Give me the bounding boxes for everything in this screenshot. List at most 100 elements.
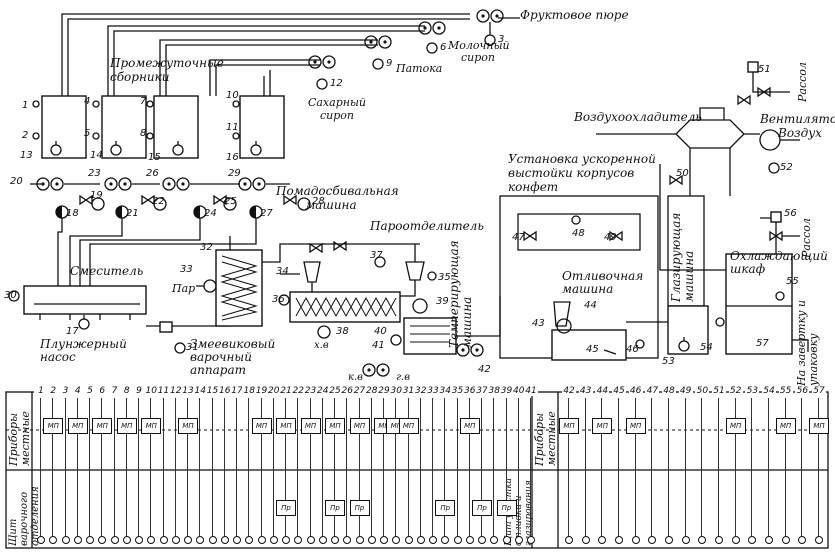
label-accelerated-setting: Установка ускоренной выстойки корпусов к… <box>508 152 656 194</box>
table-terminal <box>781 536 790 544</box>
table-terminal <box>815 536 823 544</box>
table-terminal <box>490 536 499 544</box>
table-column-number-15: 15 <box>205 386 220 396</box>
node-number-12: 12 <box>330 78 343 89</box>
node-number-17: 17 <box>66 326 79 337</box>
table-column-line <box>584 398 586 540</box>
table-terminal <box>343 536 352 544</box>
node-number-34: 34 <box>276 266 289 277</box>
table-terminal <box>380 536 388 544</box>
node-number-10: 10 <box>226 90 239 101</box>
label-fan: Вентилятор <box>760 112 835 126</box>
steam-separator <box>374 244 437 297</box>
table-terminal <box>233 536 241 544</box>
table-column-number-2: 2 <box>46 386 61 396</box>
node-number-6: 6 <box>440 42 447 53</box>
table-column-number-56: 56 <box>795 386 810 396</box>
table-column-number-11: 11 <box>156 386 171 396</box>
table-terminal <box>514 536 523 544</box>
node-number-36: 36 <box>272 294 285 305</box>
table-column-line <box>346 398 348 540</box>
node-number-1: 1 <box>22 100 29 111</box>
table-column-line <box>113 398 115 540</box>
glazing-machine <box>626 195 725 355</box>
table-column-line <box>272 398 274 540</box>
coil-cooker <box>196 243 420 327</box>
node-number-23: 23 <box>88 168 101 179</box>
table-terminal <box>245 536 254 544</box>
table-column-number-41: 41 <box>524 386 538 396</box>
instrument-mp-box: МП <box>43 418 64 434</box>
instrument-mp-box: МП <box>775 418 796 434</box>
node-number-29: 29 <box>228 168 241 179</box>
panel-recorder-box: Пр <box>325 500 345 516</box>
table-terminal <box>184 536 192 544</box>
node-number-9: 9 <box>386 58 393 69</box>
table-column-number-14: 14 <box>193 386 208 396</box>
table-terminal <box>86 536 94 544</box>
label-milk-syrup: Молочный сироп <box>448 39 510 64</box>
label-gv: г.в <box>396 372 411 383</box>
label-xv-left: х.в <box>314 340 329 351</box>
table-column-line <box>211 398 213 540</box>
table-terminal <box>294 536 303 544</box>
table-column-number-32: 32 <box>413 386 428 396</box>
table-terminal <box>269 536 278 544</box>
node-number-3: 3 <box>498 34 505 45</box>
cooling-cabinet <box>725 211 809 355</box>
table-column-number-43: 43 <box>578 386 593 396</box>
table-column-number-42: 42 <box>562 386 576 396</box>
table-column-line <box>199 398 201 540</box>
node-number-19: 19 <box>90 190 103 201</box>
table-column-number-18: 18 <box>242 386 257 396</box>
table-column-number-1: 1 <box>34 386 48 396</box>
table-terminal <box>392 536 401 544</box>
node-number-18: 18 <box>66 208 79 219</box>
table-terminal <box>282 536 290 544</box>
table-column-number-28: 28 <box>364 386 379 396</box>
panel-recorder-box: Пр <box>276 500 296 516</box>
table-column-line <box>481 398 482 540</box>
table-column-line <box>768 398 769 540</box>
label-intermediate-collectors: Промежуточные сборники <box>110 56 224 84</box>
node-number-30: 30 <box>4 290 17 301</box>
panel-recorder-box: Пр <box>472 500 492 516</box>
label-coil-cooker: Змеевиковый варочный аппарат <box>190 337 276 377</box>
node-number-53: 53 <box>662 356 675 367</box>
table-column-line <box>174 398 176 540</box>
table-column-line <box>370 398 372 540</box>
table-column-line <box>668 398 669 540</box>
label-moulding-machine: Отливочная машина <box>562 269 644 296</box>
table-column-number-34: 34 <box>438 386 453 396</box>
node-number-43: 43 <box>532 318 545 329</box>
table-column-line <box>419 398 421 540</box>
table-terminal <box>665 536 673 544</box>
table-terminal <box>715 536 723 544</box>
table-terminal <box>404 536 413 544</box>
table-terminal <box>73 536 82 544</box>
node-number-11: 11 <box>226 122 239 133</box>
node-number-5: 5 <box>84 128 91 139</box>
instrument-mp-box: МП <box>116 418 137 434</box>
table-column-number-35: 35 <box>450 386 465 396</box>
table-terminal <box>318 536 327 544</box>
mixer <box>8 285 147 330</box>
node-number-45: 45 <box>586 344 599 355</box>
table-terminal <box>220 536 229 544</box>
table-column-line <box>89 398 90 540</box>
label-kv: к.в <box>348 372 363 383</box>
table-column-line <box>505 398 507 540</box>
table-column-number-44: 44 <box>595 386 610 396</box>
table-column-line <box>248 398 250 540</box>
node-number-27: 27 <box>260 208 273 219</box>
table-terminal <box>748 536 757 544</box>
instrument-mp-box: МП <box>349 418 370 434</box>
table-column-line <box>634 398 636 540</box>
label-plunger-pump: Плунжерный насос <box>40 337 127 364</box>
instrument-mp-box: МП <box>276 418 296 434</box>
instrument-mp-box: МП <box>251 418 272 434</box>
node-number-42: 42 <box>478 364 491 375</box>
node-number-44: 44 <box>584 300 597 311</box>
label-air-cooler: Воздухоохладитель <box>574 110 702 124</box>
